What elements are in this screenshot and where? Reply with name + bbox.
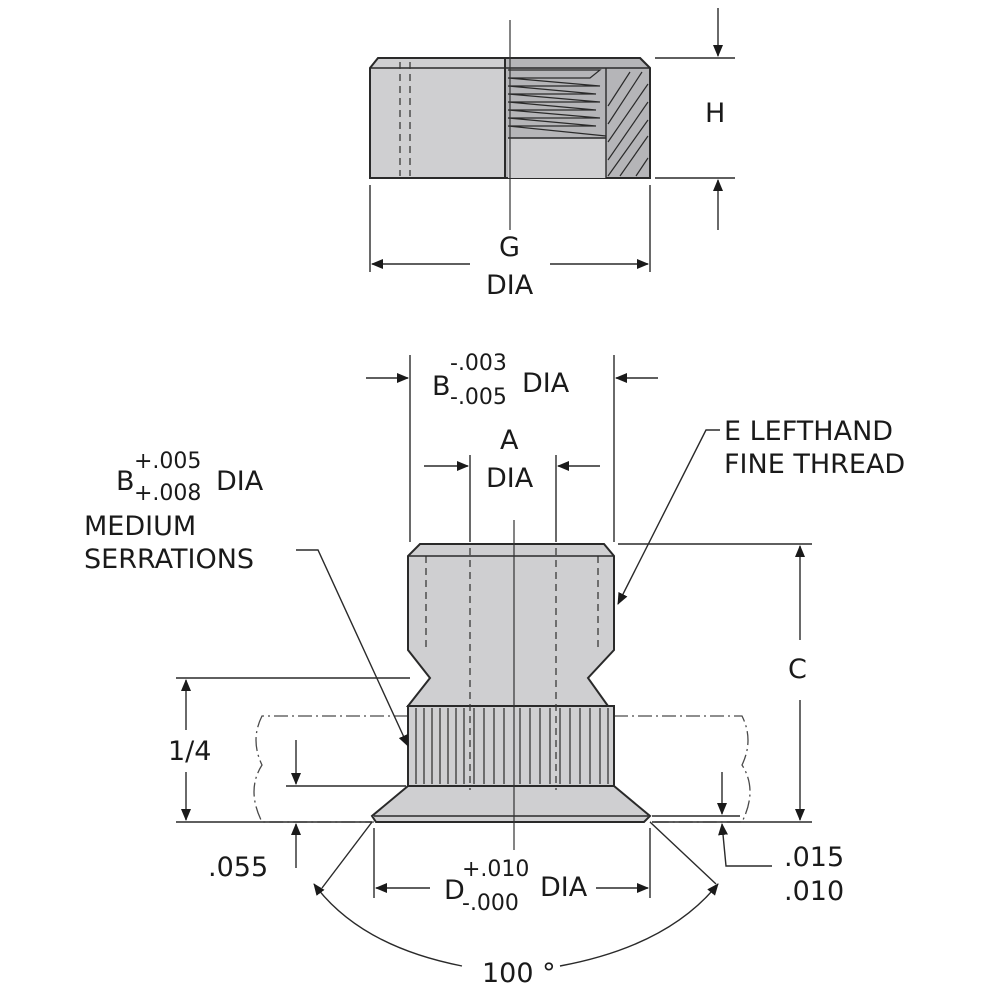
dim-h: H [655, 8, 735, 230]
label-g: G [499, 232, 520, 263]
label-e-line1: E LEFTHAND [724, 416, 893, 447]
label-angle: 100 ° [482, 958, 556, 989]
label-d-lower: -.000 [462, 891, 519, 916]
label-b-left-lower: +.008 [134, 481, 201, 506]
label-c: C [788, 654, 807, 685]
label-010: .010 [784, 876, 844, 907]
dim-055: .055 [208, 740, 406, 883]
dim-b-top: B -.003 -.005 DIA [366, 351, 658, 542]
label-d: D [444, 875, 465, 906]
dim-angle: 100 ° [313, 821, 719, 989]
label-g-dia: DIA [486, 270, 534, 301]
label-a-dia: DIA [486, 463, 534, 494]
label-a: A [500, 425, 519, 456]
nut-wall-hatch [607, 71, 649, 177]
callout-serrations: B +.005 +.008 DIA MEDIUM SERRATIONS [84, 449, 409, 747]
serration-lines [415, 708, 609, 784]
stud-thread-shank [405, 543, 615, 707]
label-b-top-lower: -.005 [450, 385, 507, 410]
label-015: .015 [784, 842, 844, 873]
label-b-top-dia: DIA [522, 368, 570, 399]
label-b-left: B [116, 466, 135, 497]
dim-d: D +.010 -.000 DIA [373, 828, 651, 916]
label-b-left-upper: +.005 [134, 449, 201, 474]
nut-section-view [369, 20, 651, 230]
stud-body [370, 520, 652, 850]
dim-quarter: 1/4 [168, 677, 410, 823]
callout-thread: E LEFTHAND FINE THREAD [617, 416, 905, 605]
label-quarter: 1/4 [168, 736, 211, 767]
label-h: H [705, 98, 725, 129]
stud-serrated-section [407, 705, 615, 787]
label-b-top-upper: -.003 [450, 351, 507, 376]
label-medium: MEDIUM [84, 511, 196, 542]
dim-a: A DIA [424, 425, 600, 542]
dim-015: .015 .010 [652, 772, 844, 907]
nut-thread-teeth [507, 69, 607, 137]
label-b-left-dia: DIA [216, 466, 264, 497]
label-e-line2: FINE THREAD [724, 449, 905, 480]
label-serrations: SERRATIONS [84, 544, 254, 575]
dim-g: G DIA [369, 185, 651, 301]
label-b-top: B [432, 371, 451, 402]
label-d-dia: DIA [540, 872, 588, 903]
label-055: .055 [208, 852, 268, 883]
label-d-upper: +.010 [462, 857, 529, 882]
stud-countersunk-head [370, 785, 652, 823]
panel-phantom [253, 715, 751, 823]
dim-c: C [618, 543, 812, 823]
